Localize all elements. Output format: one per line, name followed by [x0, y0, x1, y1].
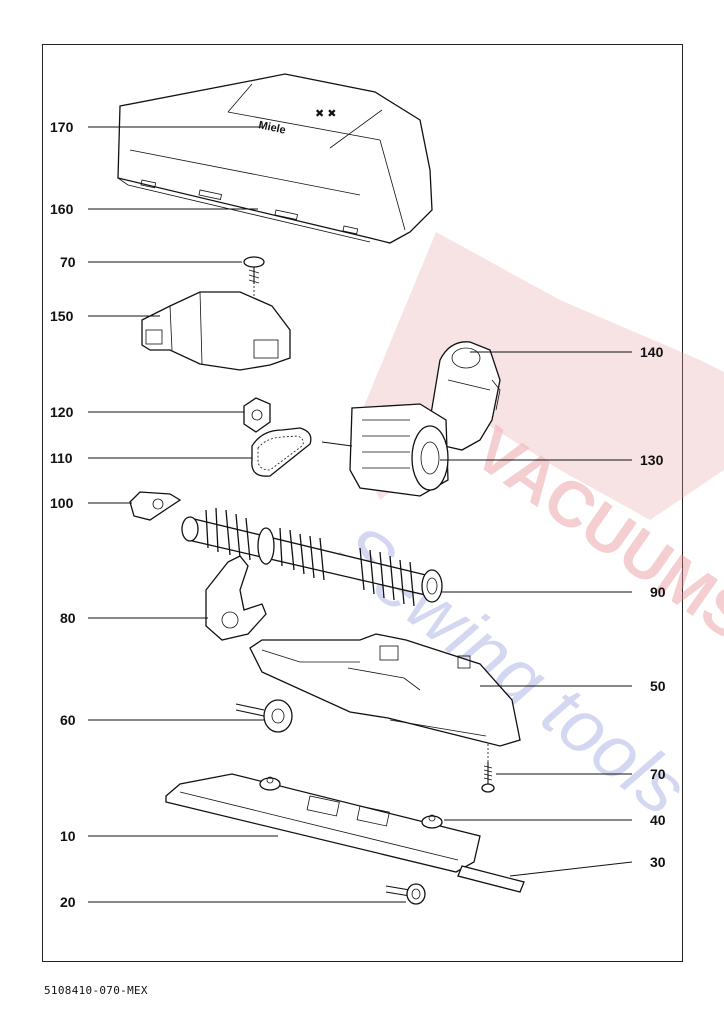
callout-10: 10 — [60, 828, 76, 844]
part-motor-cover — [141, 291, 291, 371]
part-fan-housing — [321, 403, 449, 497]
callout-70-top: 70 — [60, 254, 76, 270]
document-id: 5108410-070-MEX — [44, 984, 148, 997]
part-small-wheel — [385, 883, 426, 905]
watermark: VACUUMS Sewing tools — [320, 232, 724, 831]
part-brush-housing — [249, 633, 521, 747]
part-top-cover: Miele ✖ ✖ — [117, 73, 433, 244]
callout-160: 160 — [50, 201, 74, 217]
callout-150: 150 — [50, 308, 74, 324]
part-base-plate — [165, 773, 481, 873]
callout-120: 120 — [50, 404, 74, 420]
part-brush-roller — [181, 507, 443, 607]
part-end-cap — [129, 491, 182, 521]
part-screw-top — [243, 256, 265, 300]
callout-110: 110 — [50, 450, 73, 466]
callout-60: 60 — [60, 712, 76, 728]
part-wheel — [235, 699, 293, 733]
cover-symbols: ✖ ✖ — [315, 108, 337, 120]
callout-20: 20 — [60, 894, 76, 910]
callout-140: 140 — [640, 344, 664, 360]
callout-80: 80 — [60, 610, 76, 626]
part-rail — [457, 865, 525, 893]
diagram-frame — [42, 44, 683, 962]
callout-40: 40 — [650, 812, 666, 828]
callout-30: 30 — [650, 854, 666, 870]
part-drive-belt — [251, 427, 312, 477]
callout-50: 50 — [650, 678, 666, 694]
part-screw-bottom — [481, 744, 495, 793]
callout-130: 130 — [640, 452, 664, 468]
part-bearing-mount — [243, 397, 271, 433]
callout-90: 90 — [650, 584, 666, 600]
callout-170: 170 — [50, 119, 74, 135]
miele-logo-text: Miele — [257, 119, 286, 136]
callout-100: 100 — [50, 495, 74, 511]
part-side-bracket — [205, 555, 267, 641]
part-motor — [429, 341, 501, 451]
callout-70-bottom: 70 — [650, 766, 666, 782]
